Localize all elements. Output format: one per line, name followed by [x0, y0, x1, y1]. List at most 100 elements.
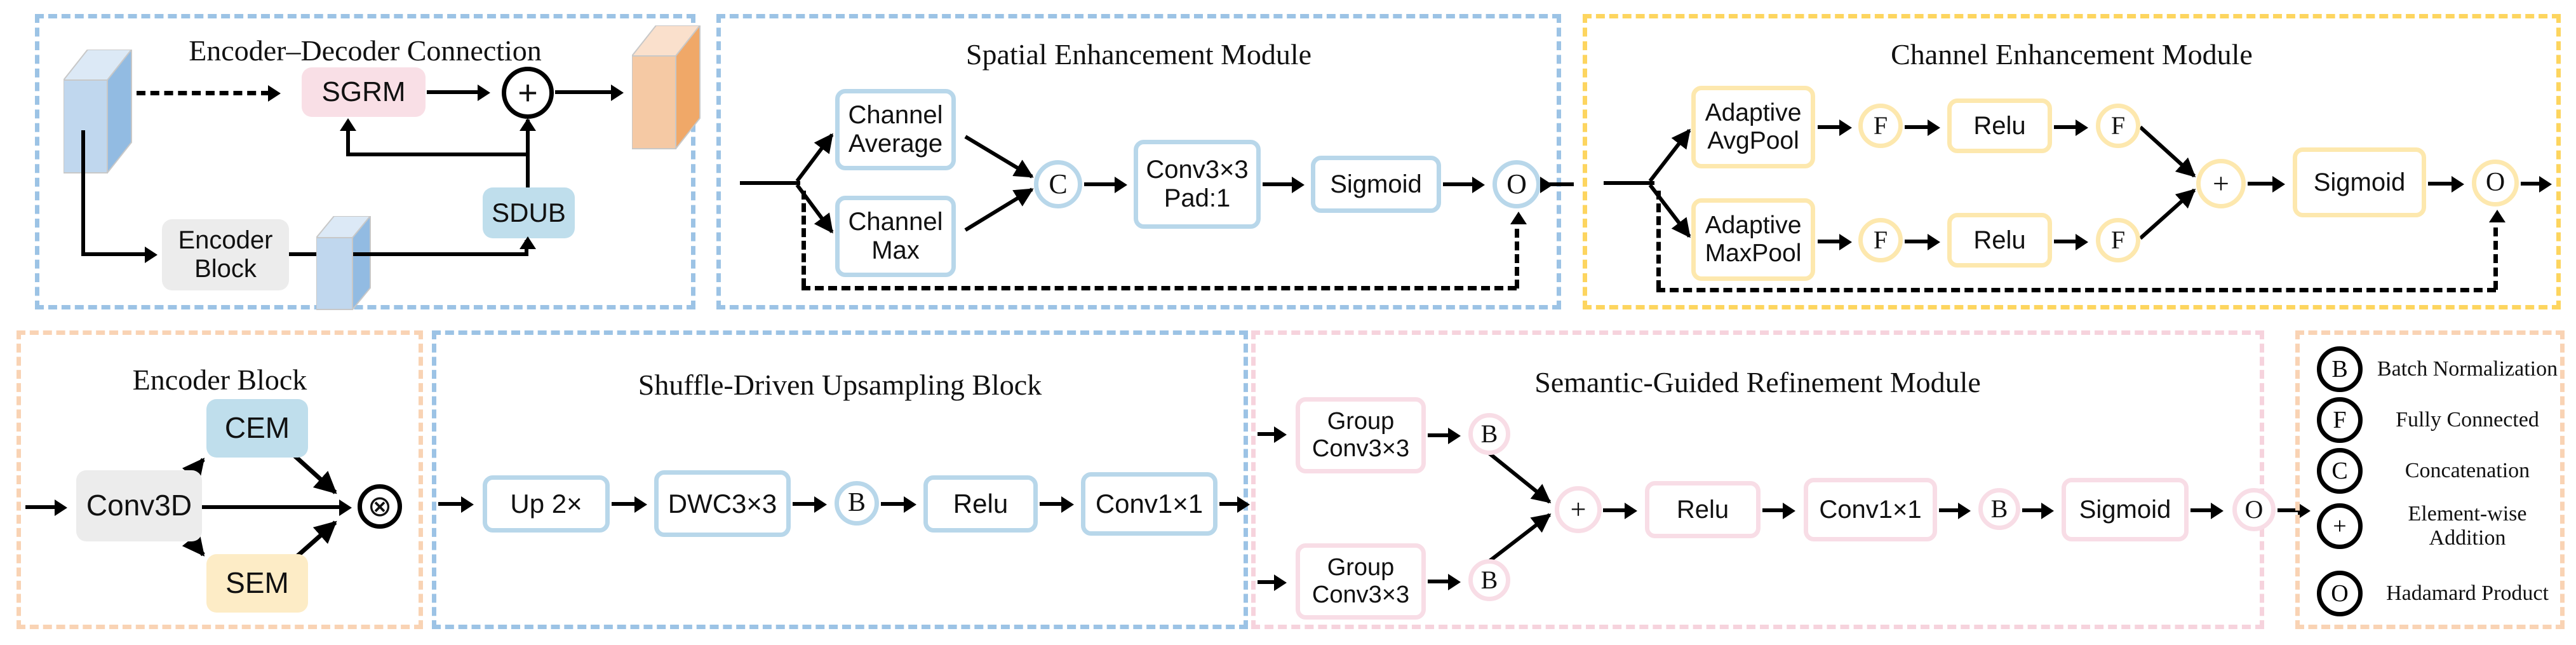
- panel-encoder-block: Encoder Block: [17, 330, 423, 629]
- encoder-block-input-line: [25, 505, 57, 509]
- line-branch-to-sgrm: [346, 153, 529, 156]
- node-adaptive-avgpool[interactable]: Adaptive AvgPool: [1691, 86, 1815, 168]
- sgrm-input-bottom: [1258, 580, 1277, 584]
- node-relu-bottom-label: Relu: [1973, 226, 2026, 254]
- encoded-feature-slab: [316, 216, 371, 310]
- node-sdub[interactable]: SDUB: [483, 187, 575, 238]
- node-sem-sigmoid[interactable]: Sigmoid: [1311, 156, 1441, 213]
- arrowhead-to-output: [611, 85, 624, 101]
- node-batchnorm-top[interactable]: B: [1468, 413, 1510, 455]
- node-group-conv3x3-bottom[interactable]: Group Conv3×3: [1296, 543, 1426, 620]
- node-sgrm-hadamard[interactable]: O: [2232, 488, 2276, 531]
- arrowhead-to-bn-top: [1448, 428, 1461, 444]
- node-sgrm-sigmoid[interactable]: Sigmoid: [2062, 478, 2189, 541]
- legend-symbol-o: O: [2331, 580, 2349, 607]
- arrowhead-sdub-to-add: [520, 118, 536, 131]
- node-channel-average-line2: Average: [848, 130, 943, 158]
- node-fc-2[interactable]: F: [2096, 104, 2140, 148]
- node-conv3d[interactable]: Conv3D: [76, 470, 202, 541]
- panel-semantic-guided-refinement-module: Semantic-Guided Refinement Module: [1251, 330, 2264, 629]
- node-sem-sigmoid-label: Sigmoid: [1330, 170, 1422, 198]
- node-sgrm-add[interactable]: +: [1555, 486, 1602, 533]
- node-channel-max-line1: Channel: [848, 208, 943, 236]
- node-sdub-batchnorm-label: B: [847, 488, 866, 518]
- sgrm-output-arrowhead: [2298, 503, 2311, 519]
- line-conv-to-sigmoid: [1263, 182, 1294, 186]
- legend-symbol-plus: +: [2333, 513, 2347, 540]
- node-sem-label: SEM: [225, 566, 289, 600]
- arrowhead-to-f3: [1839, 234, 1852, 250]
- node-sdub-relu-label: Relu: [953, 489, 1009, 519]
- node-sdub-conv1x1-label: Conv1×1: [1095, 489, 1204, 519]
- panel-title: Channel Enhancement Module: [1891, 38, 2253, 71]
- node-sdub-conv1x1[interactable]: Conv1×1: [1081, 472, 1218, 536]
- batch-normalization-icon: B: [2317, 346, 2363, 392]
- node-fc-4[interactable]: F: [2096, 218, 2140, 262]
- node-sgrm[interactable]: SGRM: [302, 67, 426, 117]
- node-batchnorm-bottom-label: B: [1480, 565, 1498, 594]
- node-adaptive-maxpool[interactable]: Adaptive MaxPool: [1691, 198, 1815, 281]
- node-fc-2-label: F: [2110, 111, 2126, 140]
- line-maxpool-to-f3: [1818, 240, 1842, 243]
- node-fc-4-label: F: [2110, 225, 2126, 254]
- node-sgrm-relu-label: Relu: [1676, 495, 1729, 524]
- node-fc-3[interactable]: F: [1858, 218, 1903, 262]
- node-channel-max[interactable]: Channel Max: [835, 196, 956, 277]
- cem-residual-arrowhead: [2489, 210, 2506, 222]
- line-relu-top-to-f2: [2054, 125, 2078, 129]
- panel-title: Shuffle-Driven Upsampling Block: [638, 369, 1042, 401]
- node-cem[interactable]: CEM: [206, 399, 308, 458]
- node-cem-sigmoid[interactable]: Sigmoid: [2293, 147, 2426, 217]
- node-relu-top-label: Relu: [1973, 111, 2026, 140]
- arrowhead-to-cem-hadamard: [2452, 176, 2464, 193]
- arrowhead-to-relu-bottom: [1928, 234, 1940, 250]
- node-conv3x3-line1: Conv3×3: [1146, 156, 1249, 184]
- node-batchnorm-out[interactable]: B: [1978, 488, 2020, 530]
- node-cem-hadamard[interactable]: O: [2472, 160, 2519, 207]
- panel-encoder-decoder-connection: Encoder–Decoder Connection: [35, 14, 695, 309]
- line-relu-to-conv1x1: [1040, 502, 1064, 506]
- node-channel-max-line2: Max: [871, 236, 920, 264]
- node-cem-add[interactable]: +: [2196, 159, 2246, 208]
- node-conv3x3-pad1[interactable]: Conv3×3 Pad:1: [1134, 140, 1261, 229]
- arrowhead-to-relu-top: [1928, 119, 1940, 136]
- node-dwc3x3-label: DWC3×3: [667, 488, 777, 519]
- arrowhead-to-sgrm-relu: [1625, 503, 1637, 519]
- arrowhead-to-dwc: [634, 496, 647, 513]
- line-add-to-output: [555, 90, 616, 94]
- node-sem-hadamard[interactable]: O: [1493, 160, 1541, 208]
- cem-residual-bottom: [1656, 288, 2496, 292]
- line-f3-to-relu-bottom: [1905, 240, 1930, 243]
- arrowhead-to-sdub-conv: [1061, 496, 1074, 513]
- sgrm-input-top-arrowhead: [1274, 426, 1287, 443]
- node-relu-top[interactable]: Relu: [1947, 98, 2052, 153]
- arrowhead-to-sgrm: [268, 85, 281, 102]
- node-add[interactable]: +: [502, 67, 554, 119]
- node-group-conv3x3-top[interactable]: Group Conv3×3: [1296, 397, 1426, 473]
- line-bn-to-sgrm-sigmoid: [2022, 508, 2044, 512]
- node-sdub-batchnorm[interactable]: B: [835, 481, 879, 526]
- node-fc-1[interactable]: F: [1858, 104, 1903, 148]
- node-multiply[interactable]: ⊗: [358, 484, 402, 529]
- node-up-2x-label: Up 2×: [510, 489, 582, 519]
- legend-label-fully-connected: Fully Connected: [2396, 407, 2539, 431]
- node-up-2x[interactable]: Up 2×: [483, 475, 610, 533]
- node-sgrm-conv1x1[interactable]: Conv1×1: [1804, 478, 1937, 541]
- line-add-to-cem-sigmoid: [2248, 182, 2276, 186]
- line-up-to-dwc: [612, 502, 637, 506]
- node-concat[interactable]: C: [1034, 160, 1082, 208]
- legend-label-hadamard-product: Hadamard Product: [2386, 581, 2549, 605]
- node-dwc3x3[interactable]: DWC3×3: [654, 470, 791, 537]
- legend-label-line1: Element-wise: [2408, 502, 2527, 526]
- node-conv3d-label: Conv3D: [86, 489, 192, 522]
- node-channel-average[interactable]: Channel Average: [835, 89, 956, 170]
- panel-title: Encoder–Decoder Connection: [189, 34, 542, 67]
- node-sdub-relu[interactable]: Relu: [923, 475, 1038, 533]
- node-sgrm-relu[interactable]: Relu: [1645, 481, 1761, 538]
- node-relu-bottom[interactable]: Relu: [1947, 213, 2052, 268]
- node-sem[interactable]: SEM: [206, 554, 308, 613]
- node-encoder-block[interactable]: Encoder Block: [162, 219, 289, 290]
- legend-item-hadamard-product: O Hadamard Product: [2317, 571, 2572, 616]
- line-cem-sigmoid-to-hadamard: [2428, 182, 2455, 186]
- node-batchnorm-bottom[interactable]: B: [1468, 559, 1510, 601]
